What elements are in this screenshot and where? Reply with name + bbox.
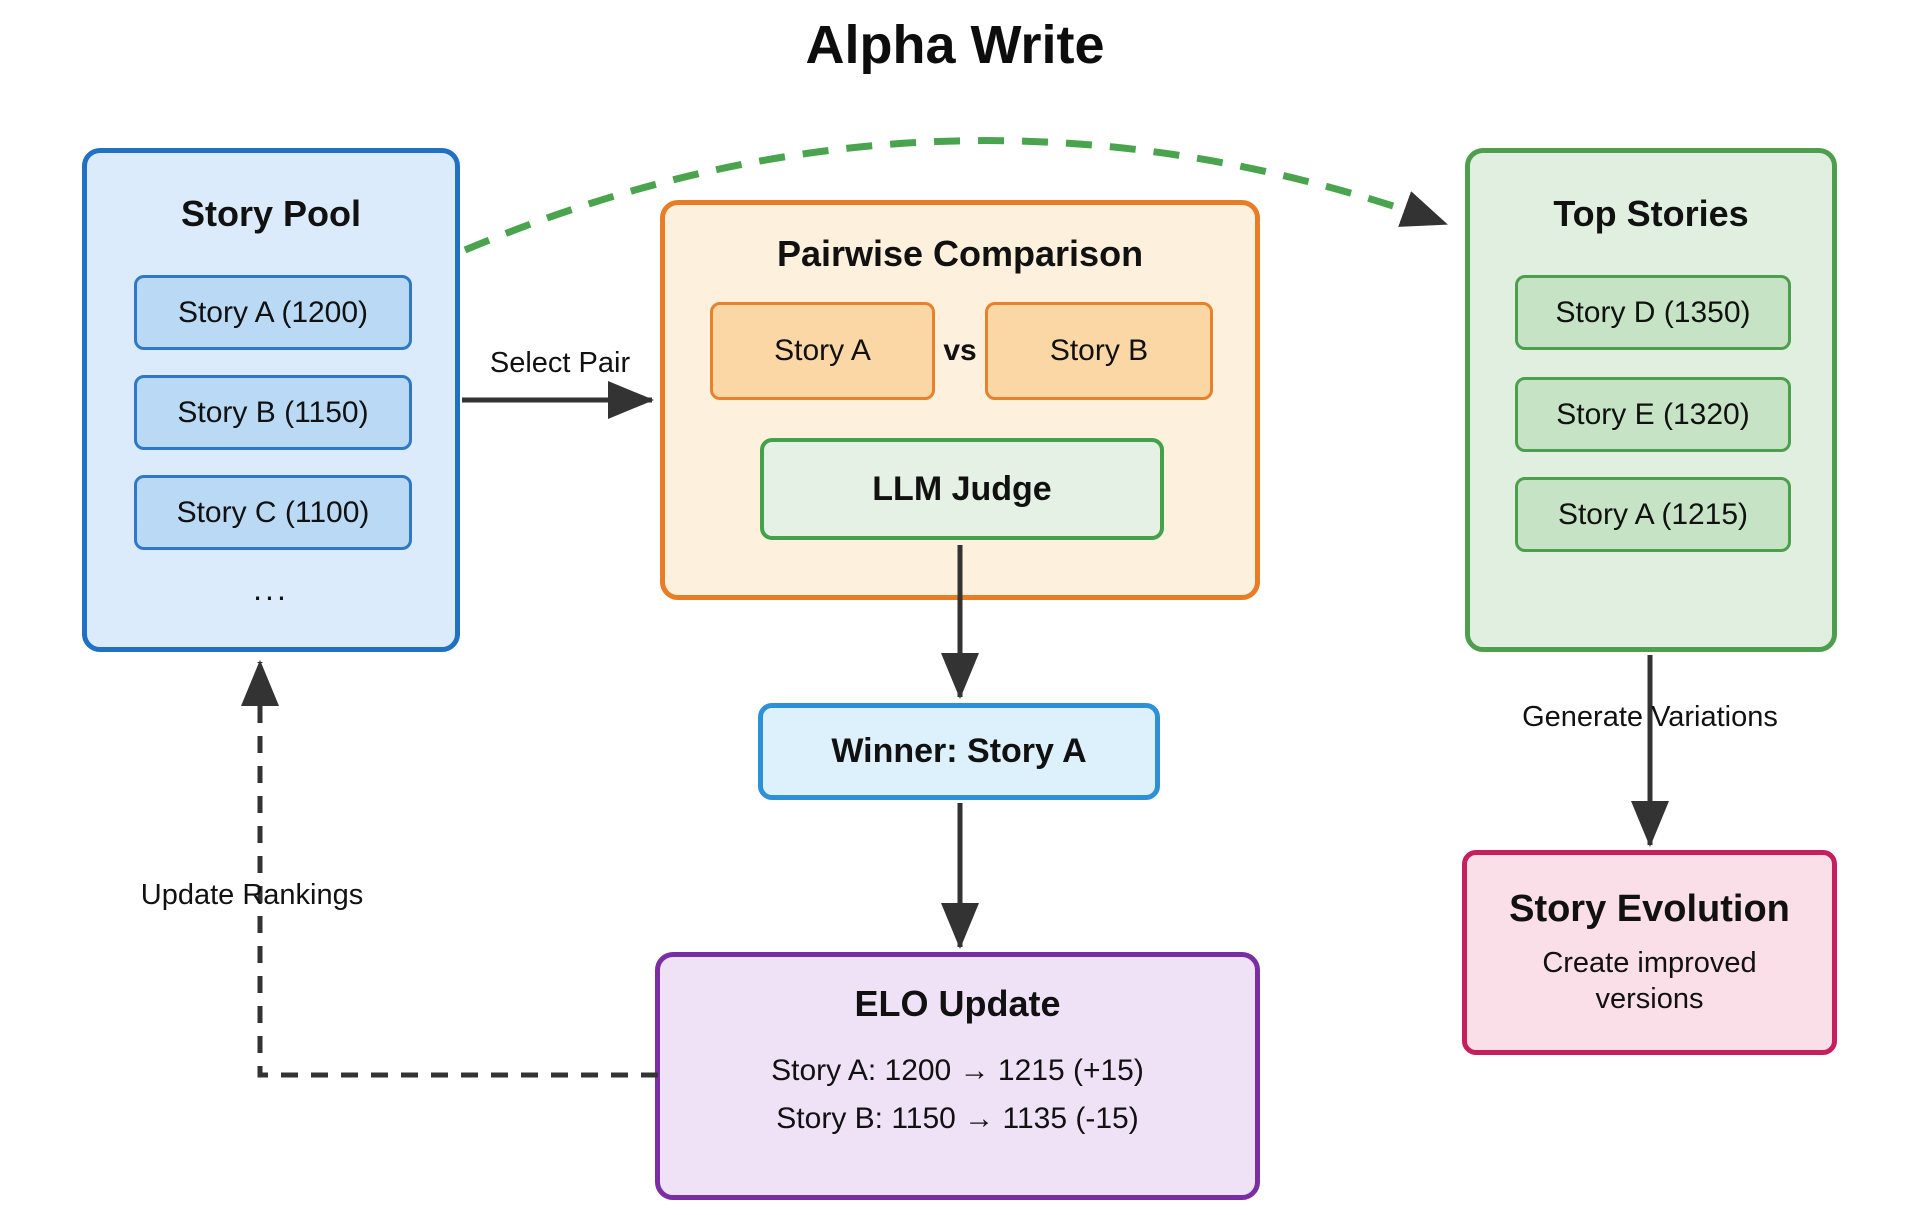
evolution-subtitle: Create improved versions [1542,947,1757,1015]
elo-title: ELO Update [854,983,1061,1024]
pool-item-story-c: Story C (1100) [134,475,412,550]
elo-to-pool-arrow [241,660,658,1078]
pairwise-story-a: Story A [710,302,935,400]
select-pair-label: Select Pair [489,347,631,379]
top-item-story-a: Story A (1215) [1515,477,1791,552]
top-item-story-e: Story E (1320) [1515,377,1791,452]
vs-label: vs [943,334,977,367]
generate-variations-label: Generate Variations [1522,701,1778,733]
top-stories-title: Top Stories [1553,193,1749,234]
pool-ellipsis: ... [253,571,289,607]
pairwise-title: Pairwise Comparison [776,233,1144,274]
elo-line-story-b: Story B: 1150 → 1135 (-15) [776,1102,1139,1135]
story-pool-title: Story Pool [180,193,362,234]
evolution-title: Story Evolution [1509,888,1790,930]
update-rankings-label: Update Rankings [140,879,364,911]
top-stories-node: Top Stories Story D (1350) Story E (1320… [1465,148,1837,652]
elo-line-story-a: Story A: 1200 → 1215 (+15) [771,1054,1144,1087]
pool-item-story-b: Story B (1150) [134,375,412,450]
elo-detail-lines: Story A: 1200 → 1215 (+15) Story B: 1150… [660,1047,1255,1143]
elo-update-node: ELO Update Story A: 1200 → 1215 (+15) St… [655,952,1260,1200]
story-evolution-node: Story Evolution Create improved versions [1462,850,1837,1055]
pool-item-story-a: Story A (1200) [134,275,412,350]
story-pool-node: Story Pool Story A (1200) Story B (1150)… [82,148,460,652]
diagram-title: Alpha Write [805,15,1105,75]
winner-node: Winner: Story A [758,703,1160,800]
pairwise-comparison-node: Pairwise Comparison Story A vs Story B L… [660,200,1260,600]
top-item-story-d: Story D (1350) [1515,275,1791,350]
pairwise-story-b: Story B [985,302,1213,400]
llm-judge-node: LLM Judge [760,438,1164,540]
